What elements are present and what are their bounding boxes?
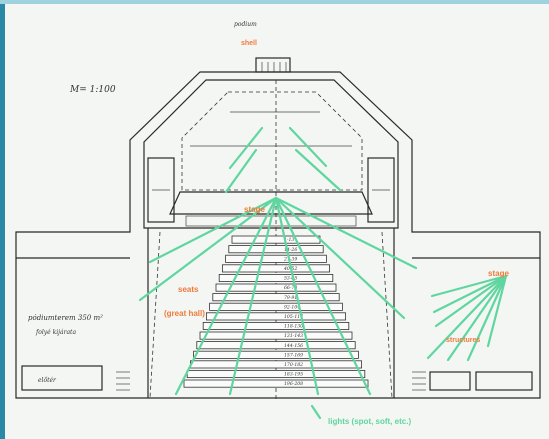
shell-label: shell [241, 40, 257, 47]
seat-row [183, 379, 369, 388]
seat-row [218, 273, 334, 282]
seat-row [193, 350, 359, 359]
seat-row-label: 79-91 [284, 295, 297, 301]
seat-rows: 1-1314-2627-3940-5253-6566-7879-9192-104… [183, 235, 369, 388]
left-stairs [116, 371, 130, 391]
seat-row [212, 293, 340, 302]
seat-row [205, 312, 346, 321]
seat-row [231, 235, 321, 244]
right-stairs [412, 371, 426, 391]
seat-row-label: 196-208 [284, 381, 303, 387]
seat-row [186, 369, 366, 378]
seat-row [189, 360, 362, 369]
seats-sub-label: (great hall) [164, 309, 205, 318]
right-tower [367, 157, 395, 223]
left-room-sub: folyé kijárata [35, 329, 76, 336]
top-label: podium [234, 21, 257, 28]
seat-row [228, 245, 324, 254]
seat-row-label: 131-143 [284, 333, 303, 339]
seat-row [199, 331, 353, 340]
seat-row-label: 1-13 [284, 237, 294, 243]
seat-row-label: 14-26 [284, 247, 297, 253]
seat-row-label: 105-117 [284, 314, 303, 320]
seat-row-label: 53-65 [284, 276, 297, 282]
seat-row-label: 92-104 [284, 304, 300, 310]
seat-row-label: 144-156 [284, 343, 303, 349]
right-bottom-box [429, 371, 471, 391]
seat-row [215, 283, 337, 292]
seat-row [196, 341, 356, 350]
svg-text:előtér: előtér [38, 377, 57, 384]
stage-label: stage [244, 205, 265, 214]
seat-row [225, 254, 327, 263]
seat-row [202, 321, 350, 330]
left-tower [147, 157, 175, 223]
structures-label: structures [446, 337, 480, 344]
building-outline [15, 71, 541, 399]
frame-left [0, 0, 5, 439]
scale-label: M= 1:100 [69, 85, 116, 95]
stage-right-label: stage [488, 269, 509, 278]
seats-label: seats [178, 285, 199, 294]
seat-row-label: 118-130 [284, 324, 303, 330]
stage-front [169, 191, 373, 215]
seat-row [209, 302, 343, 311]
frame-top [0, 0, 549, 4]
seat-row [221, 264, 330, 273]
light-lines [138, 126, 508, 420]
seat-row-label: 183-195 [284, 372, 303, 378]
stage-house [143, 79, 399, 229]
seat-row-label: 157-169 [284, 352, 303, 358]
left-room-area: pódiumterem 350 m² [28, 314, 103, 322]
seat-row-label: 170-182 [284, 362, 303, 368]
left-bottom-box [21, 365, 103, 391]
seat-row-label: 66-78 [284, 285, 297, 291]
lights-label: lights (spot, soft, etc.) [328, 417, 411, 426]
